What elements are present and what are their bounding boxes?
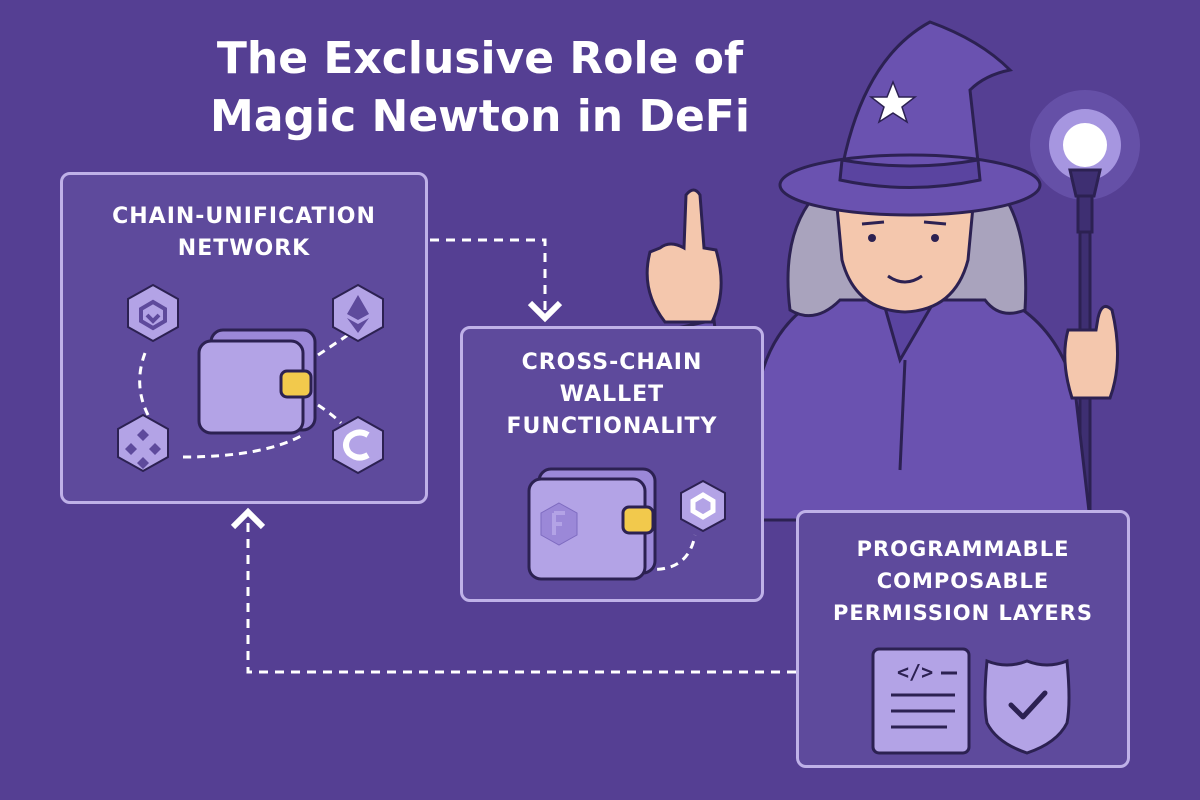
panel2-line-2: WALLET bbox=[559, 382, 665, 407]
title-line-1: The Exclusive Role of bbox=[216, 33, 744, 84]
title-line-2: Magic Newton in DeFi bbox=[210, 91, 750, 142]
chain-hexagon-icon bbox=[127, 283, 179, 343]
staff-hand bbox=[1063, 304, 1119, 400]
network-diagram bbox=[117, 283, 384, 475]
permission-layers-diagram: </> bbox=[871, 647, 1071, 755]
binance-icon bbox=[117, 413, 169, 473]
chainlink-icon bbox=[680, 479, 726, 533]
permission-layers-panel: PROGRAMMABLE COMPOSABLE PERMISSION LAYER… bbox=[796, 510, 1130, 768]
chain-unification-network-label: CHAIN-UNIFICATION NETWORK bbox=[63, 201, 425, 265]
panel1-line-1: CHAIN-UNIFICATION bbox=[112, 204, 376, 229]
wallet-icon bbox=[527, 467, 657, 581]
c-chain-icon bbox=[332, 415, 384, 475]
panel2-line-3: FUNCTIONALITY bbox=[506, 414, 718, 439]
connector-network-to-wallet bbox=[430, 238, 563, 323]
panel1-line-2: NETWORK bbox=[177, 236, 311, 261]
page-title: The Exclusive Role of Magic Newton in De… bbox=[120, 30, 840, 146]
code-document-icon: </> bbox=[871, 647, 971, 755]
wizard-hat bbox=[778, 20, 1042, 217]
shield-check-icon bbox=[983, 658, 1071, 755]
cross-chain-wallet-label: CROSS-CHAIN WALLET FUNCTIONALITY bbox=[463, 347, 761, 443]
connector-permissions-to-network bbox=[230, 507, 796, 674]
permission-layers-label: PROGRAMMABLE COMPOSABLE PERMISSION LAYER… bbox=[799, 533, 1127, 629]
panel3-line-2: COMPOSABLE bbox=[876, 569, 1050, 593]
wallet-icon bbox=[197, 328, 317, 435]
panel2-line-1: CROSS-CHAIN bbox=[521, 350, 703, 375]
panel3-line-1: PROGRAMMABLE bbox=[856, 537, 1070, 561]
cross-chain-wallet-panel: CROSS-CHAIN WALLET FUNCTIONALITY bbox=[460, 326, 764, 602]
wizard-face bbox=[833, 183, 977, 314]
panel3-line-3: PERMISSION LAYERS bbox=[833, 601, 1093, 625]
code-glyph: </> bbox=[897, 660, 933, 684]
cross-chain-wallet-diagram bbox=[527, 467, 726, 581]
ethereum-icon bbox=[332, 283, 384, 343]
chain-unification-network-panel: CHAIN-UNIFICATION NETWORK bbox=[60, 172, 428, 504]
star-icon bbox=[868, 79, 918, 124]
